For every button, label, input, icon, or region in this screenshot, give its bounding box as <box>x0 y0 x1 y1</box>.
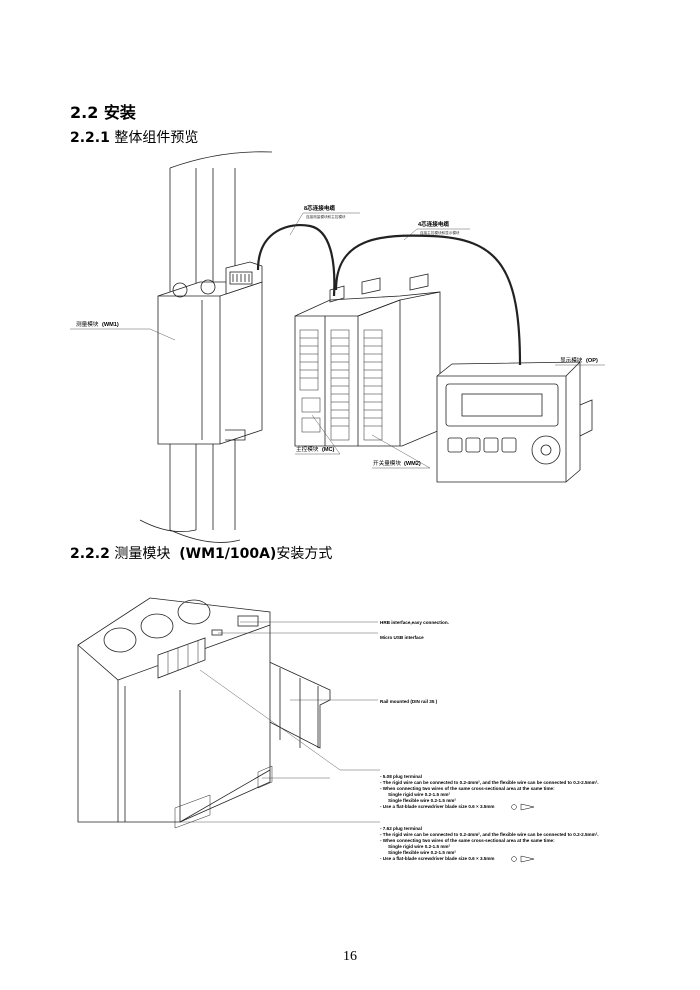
t762-line-2: - The rigid wire can be connected to 0.2… <box>380 832 599 837</box>
pipe-top-arc <box>169 151 273 169</box>
t508-line-5: Single flexible wire 0.2-1.5 mm² <box>388 798 456 803</box>
t762-line-3: - When connecting two wires of the same … <box>380 838 555 843</box>
ct-hole-1 <box>103 627 137 653</box>
op-label-code: (OP) <box>586 358 598 364</box>
subsection-heading-1: 2.2.1 整体组件预览 <box>70 127 198 147</box>
wm1-body <box>77 597 271 823</box>
t508-line-1: - 5.08 plug terminal <box>380 774 422 779</box>
cable4-title: 4芯连接电缆 <box>418 220 449 228</box>
wm1-label-code: (WM1) <box>102 322 119 328</box>
subsection-title-1: 整体组件预览 <box>114 130 199 146</box>
cable8-leader <box>289 212 360 236</box>
rail-label: Rail mounted (DIN rail 35 ) <box>380 699 438 704</box>
usb-port <box>211 629 223 636</box>
wm1-leader <box>70 328 176 341</box>
t762-line-5: Single flexible wire 0.2-1.5 mm² <box>388 850 456 855</box>
ct-hole-3 <box>177 599 211 625</box>
t762-line-1: - 7.62 plug terminal <box>380 826 422 831</box>
cable-8-core <box>256 224 336 297</box>
wm1-label-cn: 测量模块 <box>76 320 99 328</box>
wm1-module <box>157 261 263 445</box>
t508-line-2: - The rigid wire can be connected to 0.2… <box>380 780 599 785</box>
subsection-heading-2: 2.2.2 测量模块 (WM1/100A)安装方式 <box>70 543 332 563</box>
t508-leader <box>199 669 380 771</box>
section-title: 安装 <box>103 103 136 122</box>
wm2-leader <box>371 434 431 469</box>
cable8-subtitle: 连接测量模块和主控模块 <box>306 214 346 219</box>
wm1-install-figure <box>77 597 331 829</box>
mc-label-code: (MC) <box>322 447 335 453</box>
ct-hole-2 <box>140 613 174 639</box>
hrb-label: HRB interface,easy connection. <box>380 620 449 625</box>
subsection-number-2: 2.2.2 <box>70 546 110 562</box>
t762-line-6: - Use a flat-blade screwdriver blade siz… <box>380 856 495 861</box>
page-number: 16 <box>343 949 357 964</box>
din-rail <box>261 659 331 770</box>
screwdriver-tip-icon <box>511 804 517 810</box>
cable4-subtitle: 连接主控模块和显示模块 <box>420 230 460 235</box>
mc-wm2-modules <box>294 273 441 447</box>
section-heading: 2.2 安装 <box>70 99 136 123</box>
mc-label-cn: 主控模块 <box>296 445 319 453</box>
wm2-label-code: (WM2) <box>404 461 421 467</box>
subsection-title-2c: 安装方式 <box>276 546 333 562</box>
screwdriver-blade-icon <box>520 803 535 811</box>
op-display-module <box>436 361 593 483</box>
usb-label: Micro USB interface <box>380 635 424 640</box>
t508-line-6: - Use a flat-blade screwdriver blade siz… <box>380 804 495 809</box>
wm2-label-cn: 开关量模块 <box>373 459 401 467</box>
op-label-cn: 显示模块 <box>560 356 583 364</box>
cable-4-core <box>334 234 522 366</box>
subsection-number-1: 2.2.1 <box>70 130 110 146</box>
subsection-title-2b: (WM1/100A) <box>179 546 277 562</box>
terminal-762 <box>174 794 211 829</box>
screwdriver-tip-icon-2 <box>511 856 517 862</box>
hrb-port <box>237 615 259 627</box>
pipe-bottom-arc-2 <box>139 519 197 533</box>
mc-leader <box>295 414 341 455</box>
t508-line-4: Single rigid wire 0.2-1.5 mm² <box>388 792 451 797</box>
terminal-508 <box>157 637 206 679</box>
cable4-leader <box>403 228 470 241</box>
pipe-bottom-arc <box>169 529 241 543</box>
terminal-508-notes: - 5.08 plug terminal - The rigid wire ca… <box>380 774 599 811</box>
section-number: 2.2 <box>70 103 99 122</box>
t508-line-3: - When connecting two wires of the same … <box>380 786 555 791</box>
screwdriver-blade-icon-2 <box>520 855 535 863</box>
t762-line-4: Single rigid wire 0.2-1.5 mm² <box>388 844 451 849</box>
cable8-title: 8芯连接电缆 <box>304 204 335 212</box>
subsection-title-2a: 测量模块 <box>114 546 171 562</box>
terminal-762-notes: - 7.62 plug terminal - The rigid wire ca… <box>380 826 599 863</box>
